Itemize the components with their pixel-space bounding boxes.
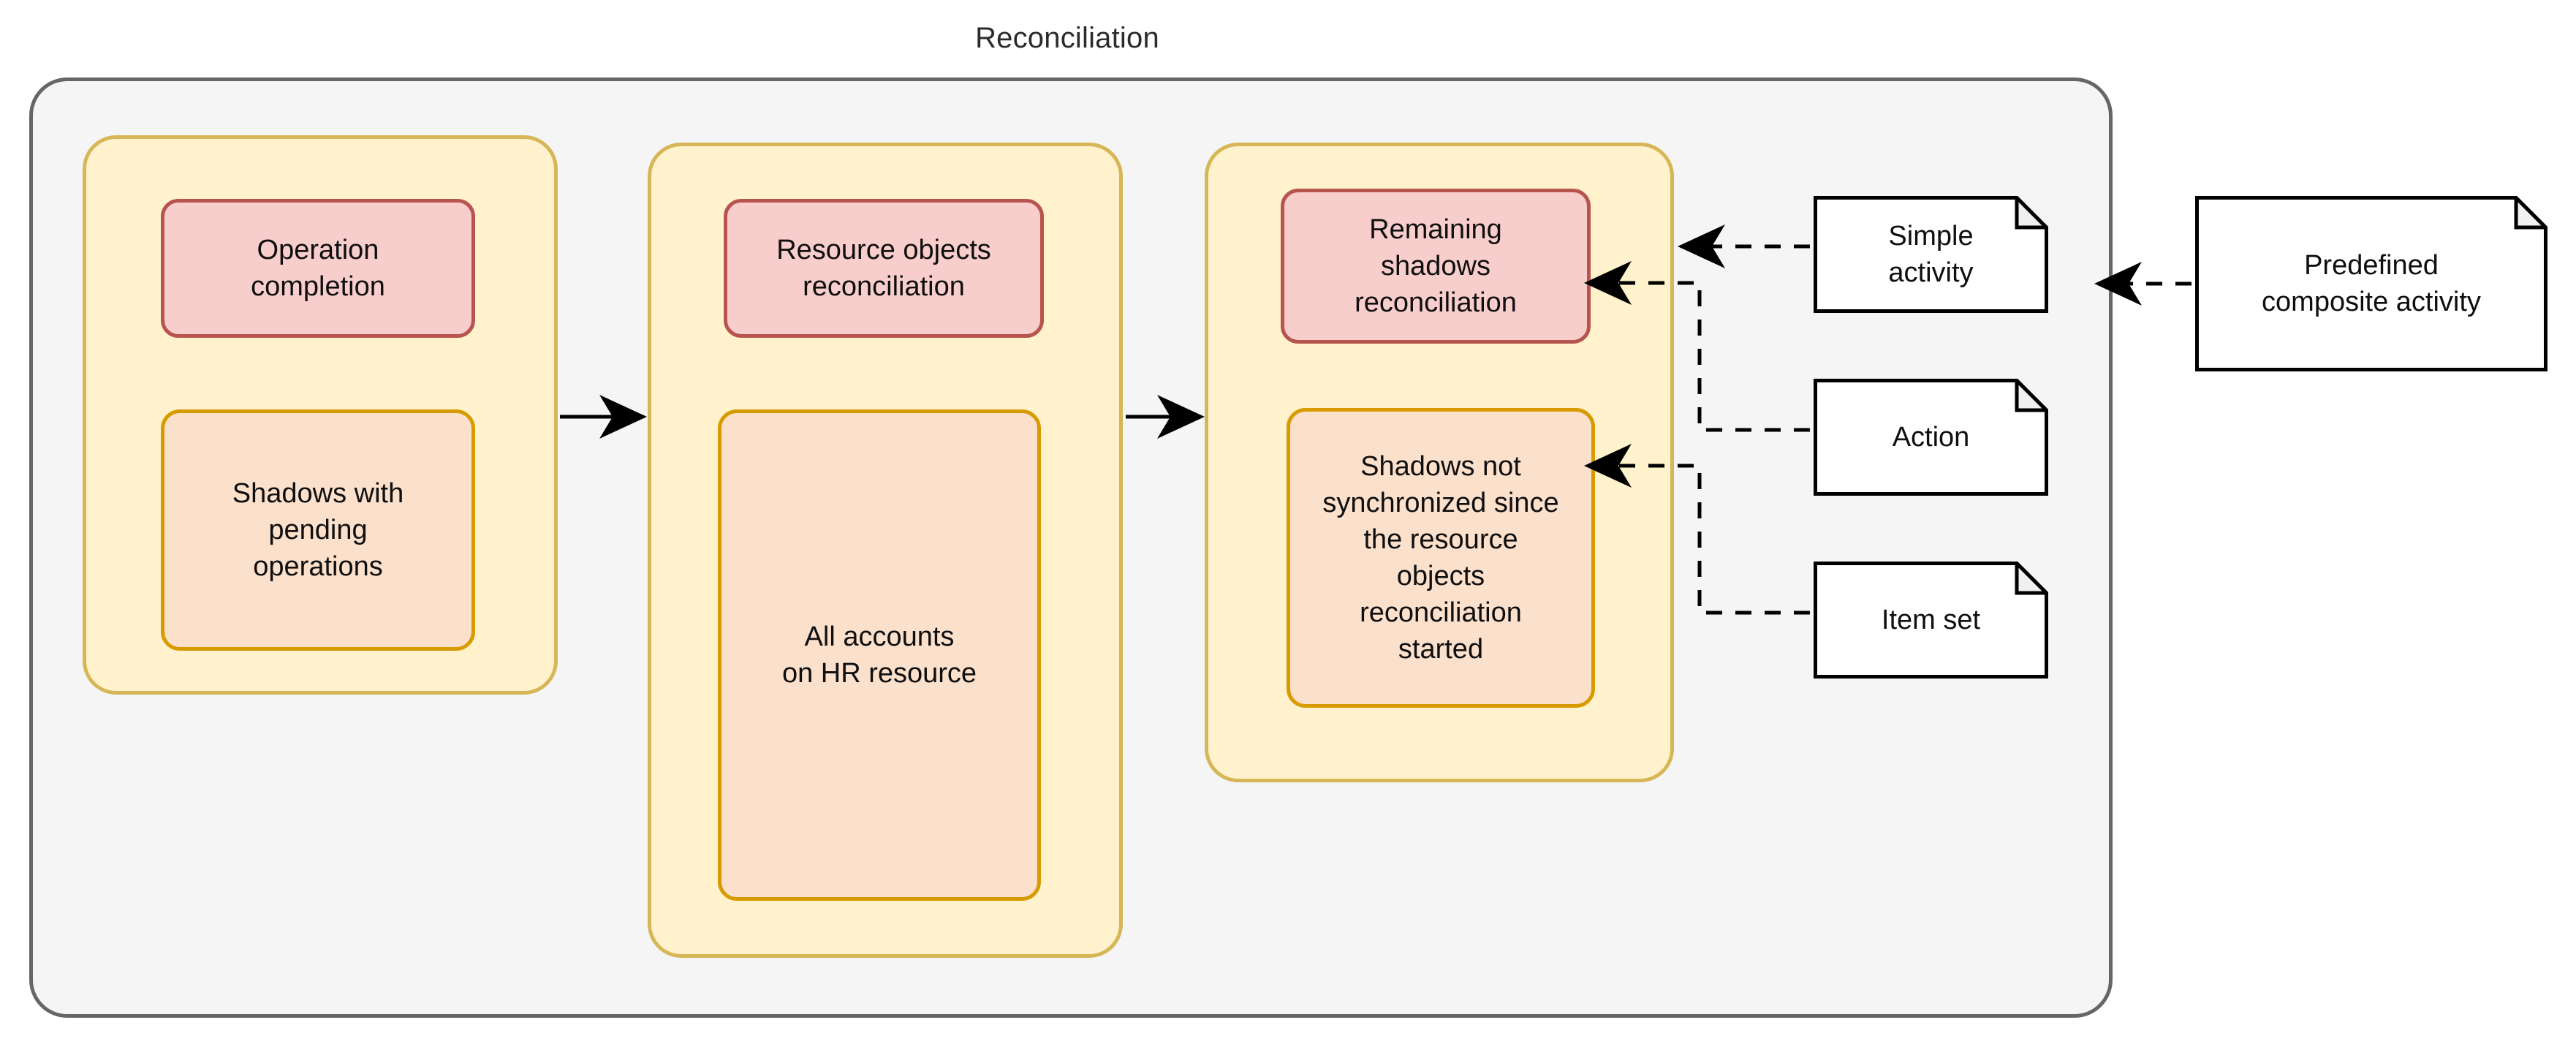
note-action[interactable]: Action	[1814, 379, 2048, 496]
note-shape-icon	[1814, 562, 2048, 679]
note-item-set[interactable]: Item set	[1814, 562, 2048, 679]
note-shape-icon	[1814, 196, 2048, 313]
note-shape-icon	[1814, 379, 2048, 496]
note-action-label: Action	[1892, 421, 1970, 453]
note-shape-icon	[2195, 196, 2547, 371]
note-item-set-label: Item set	[1881, 604, 1981, 635]
page-title: Reconciliation	[975, 22, 1159, 54]
